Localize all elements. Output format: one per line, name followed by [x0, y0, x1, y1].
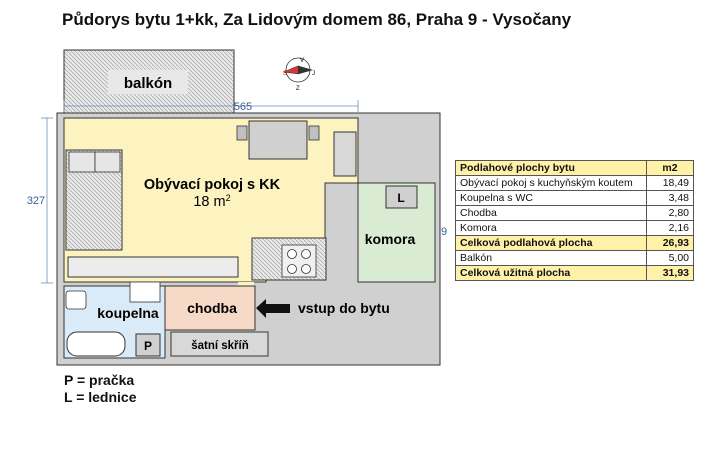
area-row-total: Celková podlahová plocha 26,93	[455, 235, 694, 251]
area-row-value: 26,93	[646, 235, 694, 251]
area-row-label: Celková užitná plocha	[455, 265, 647, 281]
washer	[135, 333, 161, 357]
hallway-label: chodba	[187, 300, 237, 316]
area-row-label: Celková podlahová plocha	[455, 235, 647, 251]
compass-s: S	[283, 71, 287, 77]
area-table-header-label: Podlahové plochy bytu	[455, 160, 647, 176]
hallway	[164, 285, 256, 331]
living-room-area-sup: 2	[226, 193, 231, 203]
area-row-value: 3,48	[646, 190, 694, 206]
dim-width-top: 565	[234, 101, 252, 113]
area-row: Obývací pokoj s kuchyňským koutem 18,49	[455, 175, 694, 191]
wardrobe	[170, 331, 269, 357]
storage-label: komora	[365, 231, 416, 247]
compass-j: J	[312, 71, 315, 77]
compass-z: Z	[296, 86, 300, 92]
area-table-header-unit: m2	[646, 160, 694, 176]
balcony-label: balkón	[124, 75, 172, 92]
fridge	[385, 185, 418, 209]
legend-washer: P = pračka	[64, 372, 135, 388]
entrance-arrow-icon	[256, 299, 290, 318]
bathroom-label: koupelna	[97, 305, 159, 321]
area-row-total: Celková užitná plocha 31,93	[455, 265, 694, 281]
dim-height-left: 327	[27, 195, 45, 207]
area-row-value: 31,93	[646, 265, 694, 281]
living-room-area-value: 18 m	[193, 194, 225, 210]
area-row-label: Chodba	[455, 205, 647, 221]
entrance-label: vstup do bytu	[298, 300, 390, 316]
compass-icon: S J V Z	[282, 57, 315, 92]
living-room-label: Obývací pokoj s KK	[144, 177, 281, 193]
area-row: Komora 2,16	[455, 220, 694, 236]
area-row-label: Koupelna s WC	[455, 190, 647, 206]
wardrobe-label: šatní skříň	[191, 340, 249, 352]
area-row-value: 2,80	[646, 205, 694, 221]
area-table-header: Podlahové plochy bytu m2	[455, 160, 694, 176]
area-row-label: Obývací pokoj s kuchyňským koutem	[455, 175, 647, 191]
plan-title: Půdorys bytu 1+kk, Za Lidovým domem 86, …	[62, 10, 572, 29]
area-row: Balkón 5,00	[455, 250, 694, 266]
area-row-value: 18,49	[646, 175, 694, 191]
living-room-area: 18 m2	[193, 193, 230, 210]
washer-mark: P	[144, 339, 152, 353]
area-row-value: 5,00	[646, 250, 694, 266]
area-row-label: Balkón	[455, 250, 647, 266]
area-row: Chodba 2,80	[455, 205, 694, 221]
area-table: Podlahové plochy bytu m2 Obývací pokoj s…	[455, 160, 694, 281]
area-row-label: Komora	[455, 220, 647, 236]
compass-v: V	[300, 58, 304, 64]
area-row: Koupelna s WC 3,48	[455, 190, 694, 206]
legend-fridge: L = lednice	[64, 389, 137, 405]
area-row-value: 2,16	[646, 220, 694, 236]
fridge-mark: L	[397, 191, 404, 205]
